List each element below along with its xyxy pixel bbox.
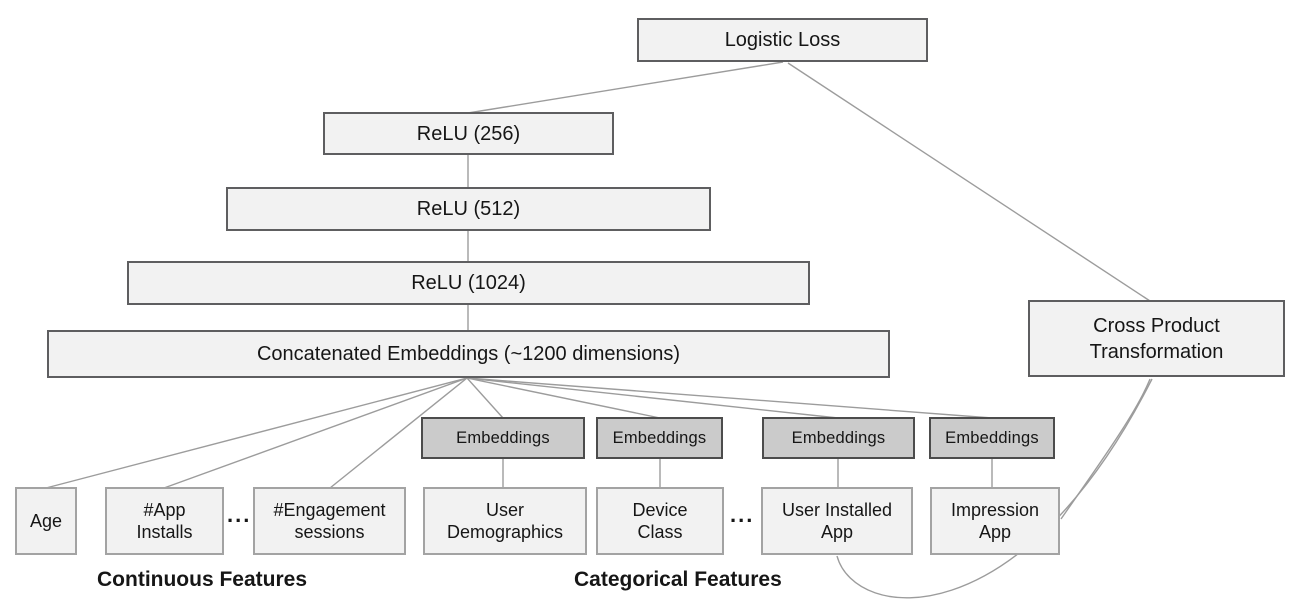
categorical-features-label: Categorical Features — [574, 568, 782, 591]
node-concatenated-embeddings: Concatenated Embeddings (~1200 dimension… — [47, 330, 890, 378]
node-logistic-loss: Logistic Loss — [637, 18, 928, 62]
node-relu-1024: ReLU (1024) — [127, 261, 810, 305]
node-feature-app-installs: #App Installs — [105, 487, 224, 555]
node-embeddings-impression-app: Embeddings — [929, 417, 1055, 459]
node-feature-engagement-sessions: #Engagement sessions — [253, 487, 406, 555]
node-feature-user-installed-app: User Installed App — [761, 487, 913, 555]
node-cross-product-transformation: Cross Product Transformation — [1028, 300, 1285, 377]
categorical-ellipsis: ... — [730, 502, 755, 527]
node-embeddings-user-demographics: Embeddings — [421, 417, 585, 459]
edge-concat-to-embedding-4 — [466, 377, 993, 419]
edge-user-installed-app-to-cross-product — [836, 378, 1153, 599]
continuous-ellipsis: ... — [227, 502, 252, 527]
node-embeddings-user-installed-app: Embeddings — [762, 417, 915, 459]
node-feature-device-class: Device Class — [596, 487, 724, 555]
edge-impression-app-to-cross-product — [1060, 378, 1151, 520]
node-relu-256: ReLU (256) — [323, 112, 614, 155]
node-embeddings-device-class: Embeddings — [596, 417, 723, 459]
node-feature-age: Age — [15, 487, 77, 555]
edge-loss-to-relu256 — [467, 61, 784, 114]
continuous-features-label: Continuous Features — [97, 568, 308, 591]
edge-concat-to-age — [45, 377, 468, 489]
edge-concat-to-embedding-2 — [466, 377, 661, 419]
edge-concat-to-engagement — [329, 377, 468, 489]
node-feature-impression-app: Impression App — [930, 487, 1060, 555]
edge-concat-to-app-installs — [163, 377, 468, 489]
edge-concat-to-embedding-3 — [466, 377, 839, 419]
edge-concat-to-embedding-1 — [466, 377, 504, 419]
node-relu-512: ReLU (512) — [226, 187, 711, 231]
node-feature-user-demographics: User Demographics — [423, 487, 587, 555]
edge-loss-to-cross-product — [787, 62, 1151, 302]
